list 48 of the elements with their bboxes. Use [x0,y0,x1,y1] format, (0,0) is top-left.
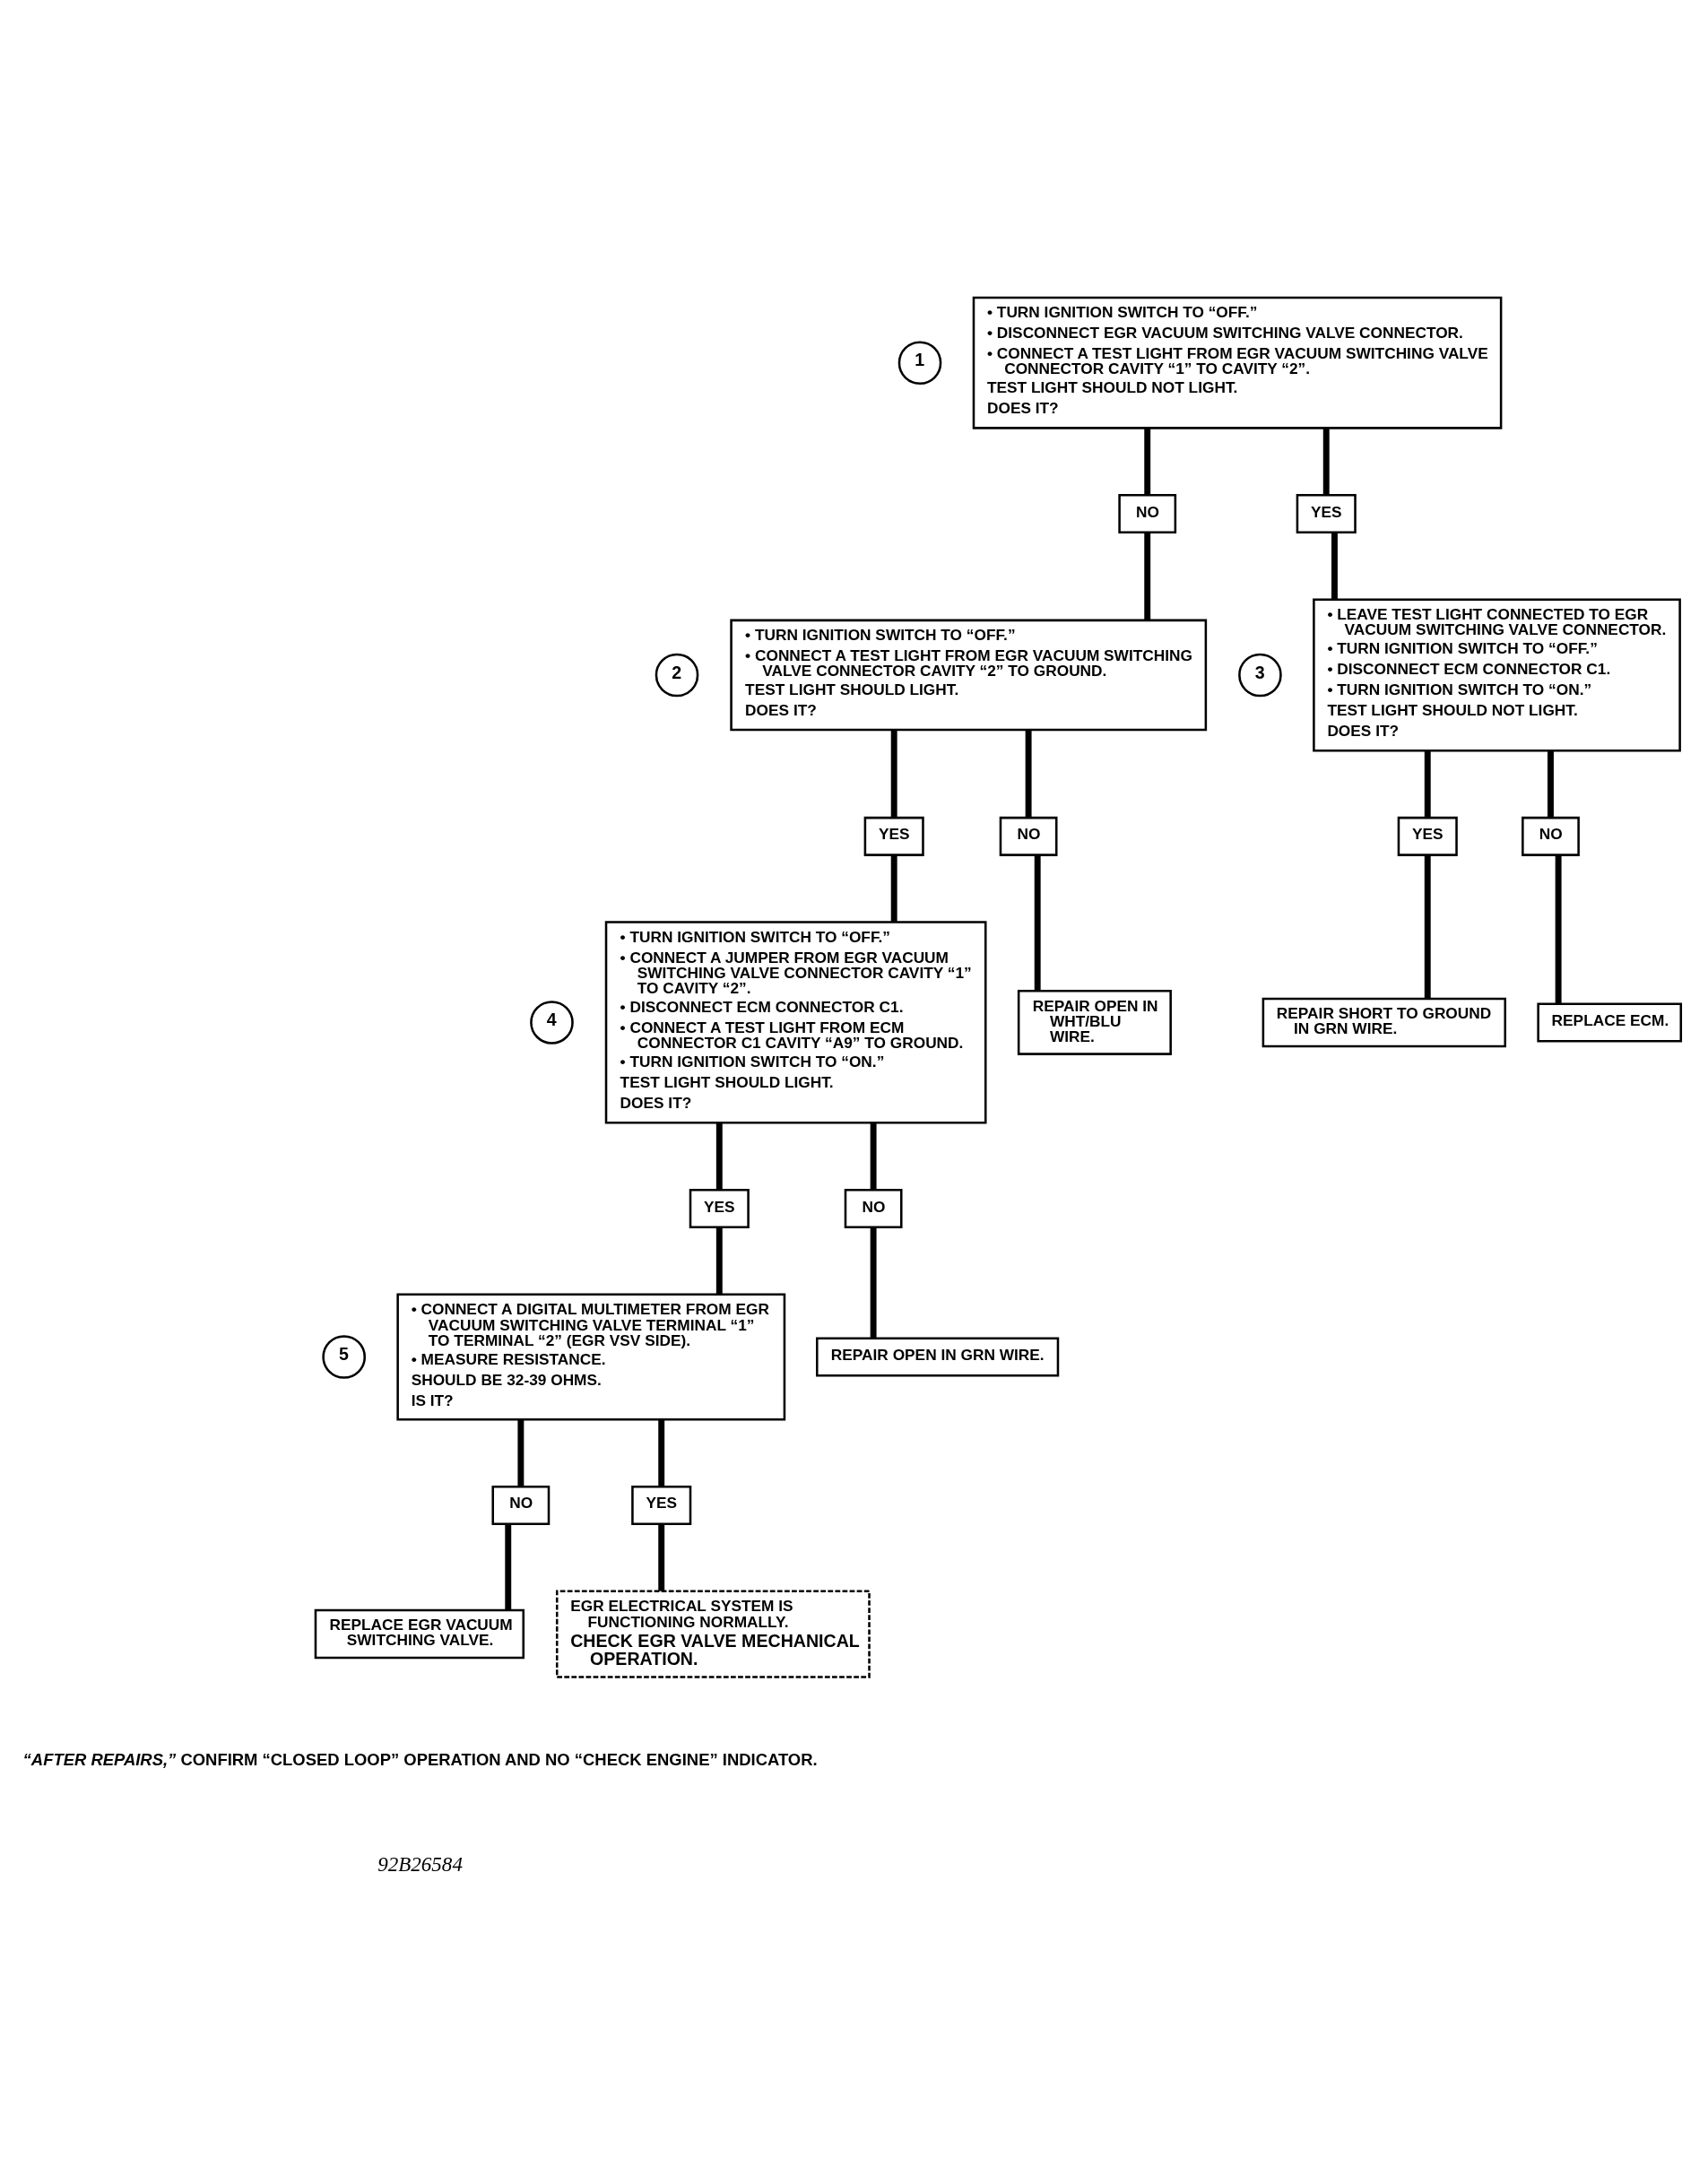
node-label: 3 [1254,662,1265,682]
node-box: YES [631,1486,692,1526]
connector [1144,428,1151,495]
node-box: YES [689,1189,750,1229]
connector [658,1523,665,1591]
node-box: REPLACE EGR VACUUM SWITCHING VALVE. [314,1608,525,1660]
node-label: 2 [672,662,682,682]
node-box: NO [999,816,1058,856]
node-box: YES [1296,494,1357,534]
connector [517,1419,525,1487]
connector [870,1227,877,1339]
connector [1424,854,1431,999]
connector [1548,750,1554,818]
node-box: NO [1118,494,1177,534]
connector [1424,750,1431,818]
node-box: • TURN IGNITION SWITCH TO “OFF.” • CONNECT A JUMPER FROM EGR VACUUM SWITCHING VALVE CONNECTOR CAVITY “1” TO CAVITY “2”. • DISCONNECT ECM CONNECTOR C1. • CONNECT A TEST LIGHT FROM ECM CONNECTOR C1 CAVITY “A9” TO GROUND. • TURN IGNITION SWITCH TO “ON.” TEST LIGHT SHOULD LIGHT. DOES IT? [604,921,987,1124]
node-box: YES [1397,816,1458,856]
node-box: NO [1522,816,1580,856]
connector [1322,428,1330,495]
connector [1555,854,1562,1004]
connector [1144,533,1151,620]
node-box: REPAIR SHORT TO GROUND IN GRN WIRE. [1261,997,1506,1048]
connector [870,1123,877,1191]
node-box: REPAIR OPEN IN GRN WIRE. [816,1337,1060,1377]
label: 92B26584 [377,1852,463,1877]
node-label: 1 [915,350,925,370]
connector [715,1227,723,1295]
node-box: • LEAVE TEST LIGHT CONNECTED TO EGR VACUUM SWITCHING VALVE CONNECTOR. • TURN IGNITION SWITCH TO “OFF.” • DISCONNECT ECM CONNECTOR C1. • TURN IGNITION SWITCH TO “ON.” TEST LIGHT SHOULD NOT LIGHT. DOES IT? [1313,598,1681,752]
node-box: NO [844,1189,903,1229]
connector [890,730,897,818]
node-box: REPLACE ECM. [1537,1002,1683,1043]
node-box: • TURN IGNITION SWITCH TO “OFF.” • DISCONNECT EGR VACUUM SWITCHING VALVE CONNECTOR. • CONNECT A TEST LIGHT FROM EGR VACUUM SWITCHING VALVE CONNECTOR CAVITY “1” TO CAVITY “2”. TEST LIGHT SHOULD NOT LIGHT. DOES IT? [972,296,1503,429]
connector [1331,533,1338,600]
connector [505,1523,512,1610]
node-box: • TURN IGNITION SWITCH TO “OFF.” • CONNECT A TEST LIGHT FROM EGR VACUUM SWITCHING VALVE CONNECTOR CAVITY “2” TO GROUND. TEST LIGHT SHOULD LIGHT. DOES IT? [730,619,1208,732]
label: “AFTER REPAIRS,” CONFIRM “CLOSED LOOP” OPERATION AND NO “CHECK ENGINE” INDICATOR. [22,1750,818,1770]
node-box: REPAIR OPEN IN WHT/BLU WIRE. [1017,990,1172,1055]
node-box: NO [491,1486,551,1526]
node-label: 5 [338,1344,349,1365]
connector [658,1419,665,1487]
node-label: 4 [546,1010,557,1030]
node-box: EGR ELECTRICAL SYSTEM IS FUNCTIONING NORMALLY. CHECK EGR VALVE MECHANICAL OPERATION. [555,1590,871,1678]
connector [890,854,897,923]
node-box: YES [863,816,924,856]
connector [1025,730,1032,818]
node-box: • CONNECT A DIGITAL MULTIMETER FROM EGR VACUUM SWITCHING VALVE TERMINAL “1” TO TERMINAL “2” (EGR VSV SIDE). • MEASURE RESISTANCE. SHOULD BE 32-39 OHMS. IS IT? [396,1293,786,1421]
connector [715,1123,723,1191]
connector [1034,854,1041,992]
